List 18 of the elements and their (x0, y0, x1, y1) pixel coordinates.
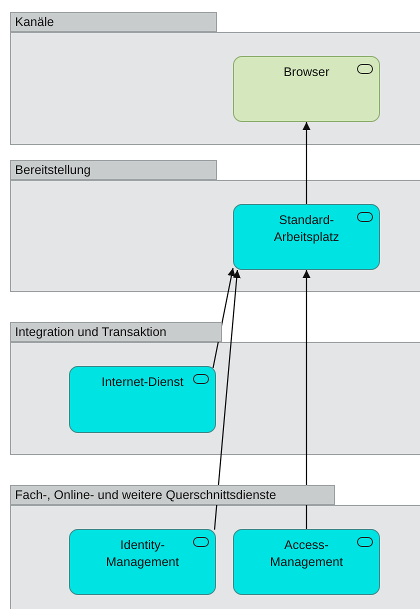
service-box (69, 366, 216, 433)
service-label: Browser (282, 64, 330, 81)
service-label: Standard-Arbeitsplatz (272, 212, 340, 246)
layer-title: Kanäle (10, 12, 217, 32)
service-box (69, 529, 216, 595)
arrow (302, 122, 310, 204)
arrow (214, 270, 241, 530)
service-box (233, 56, 380, 122)
service-box (233, 204, 380, 270)
service-label: Internet-Dienst (100, 374, 184, 391)
arrow (302, 270, 310, 529)
service-label: Identity-Management (105, 537, 180, 571)
arrow (212, 268, 236, 368)
service-box (233, 529, 380, 595)
layer-title: Integration und Transaktion (10, 322, 222, 342)
service-label: Access-Management (269, 537, 344, 571)
layer-title: Bereitstellung (10, 160, 217, 180)
layer-title: Fach-, Online- und weitere Querschnittsdienste (10, 485, 335, 505)
